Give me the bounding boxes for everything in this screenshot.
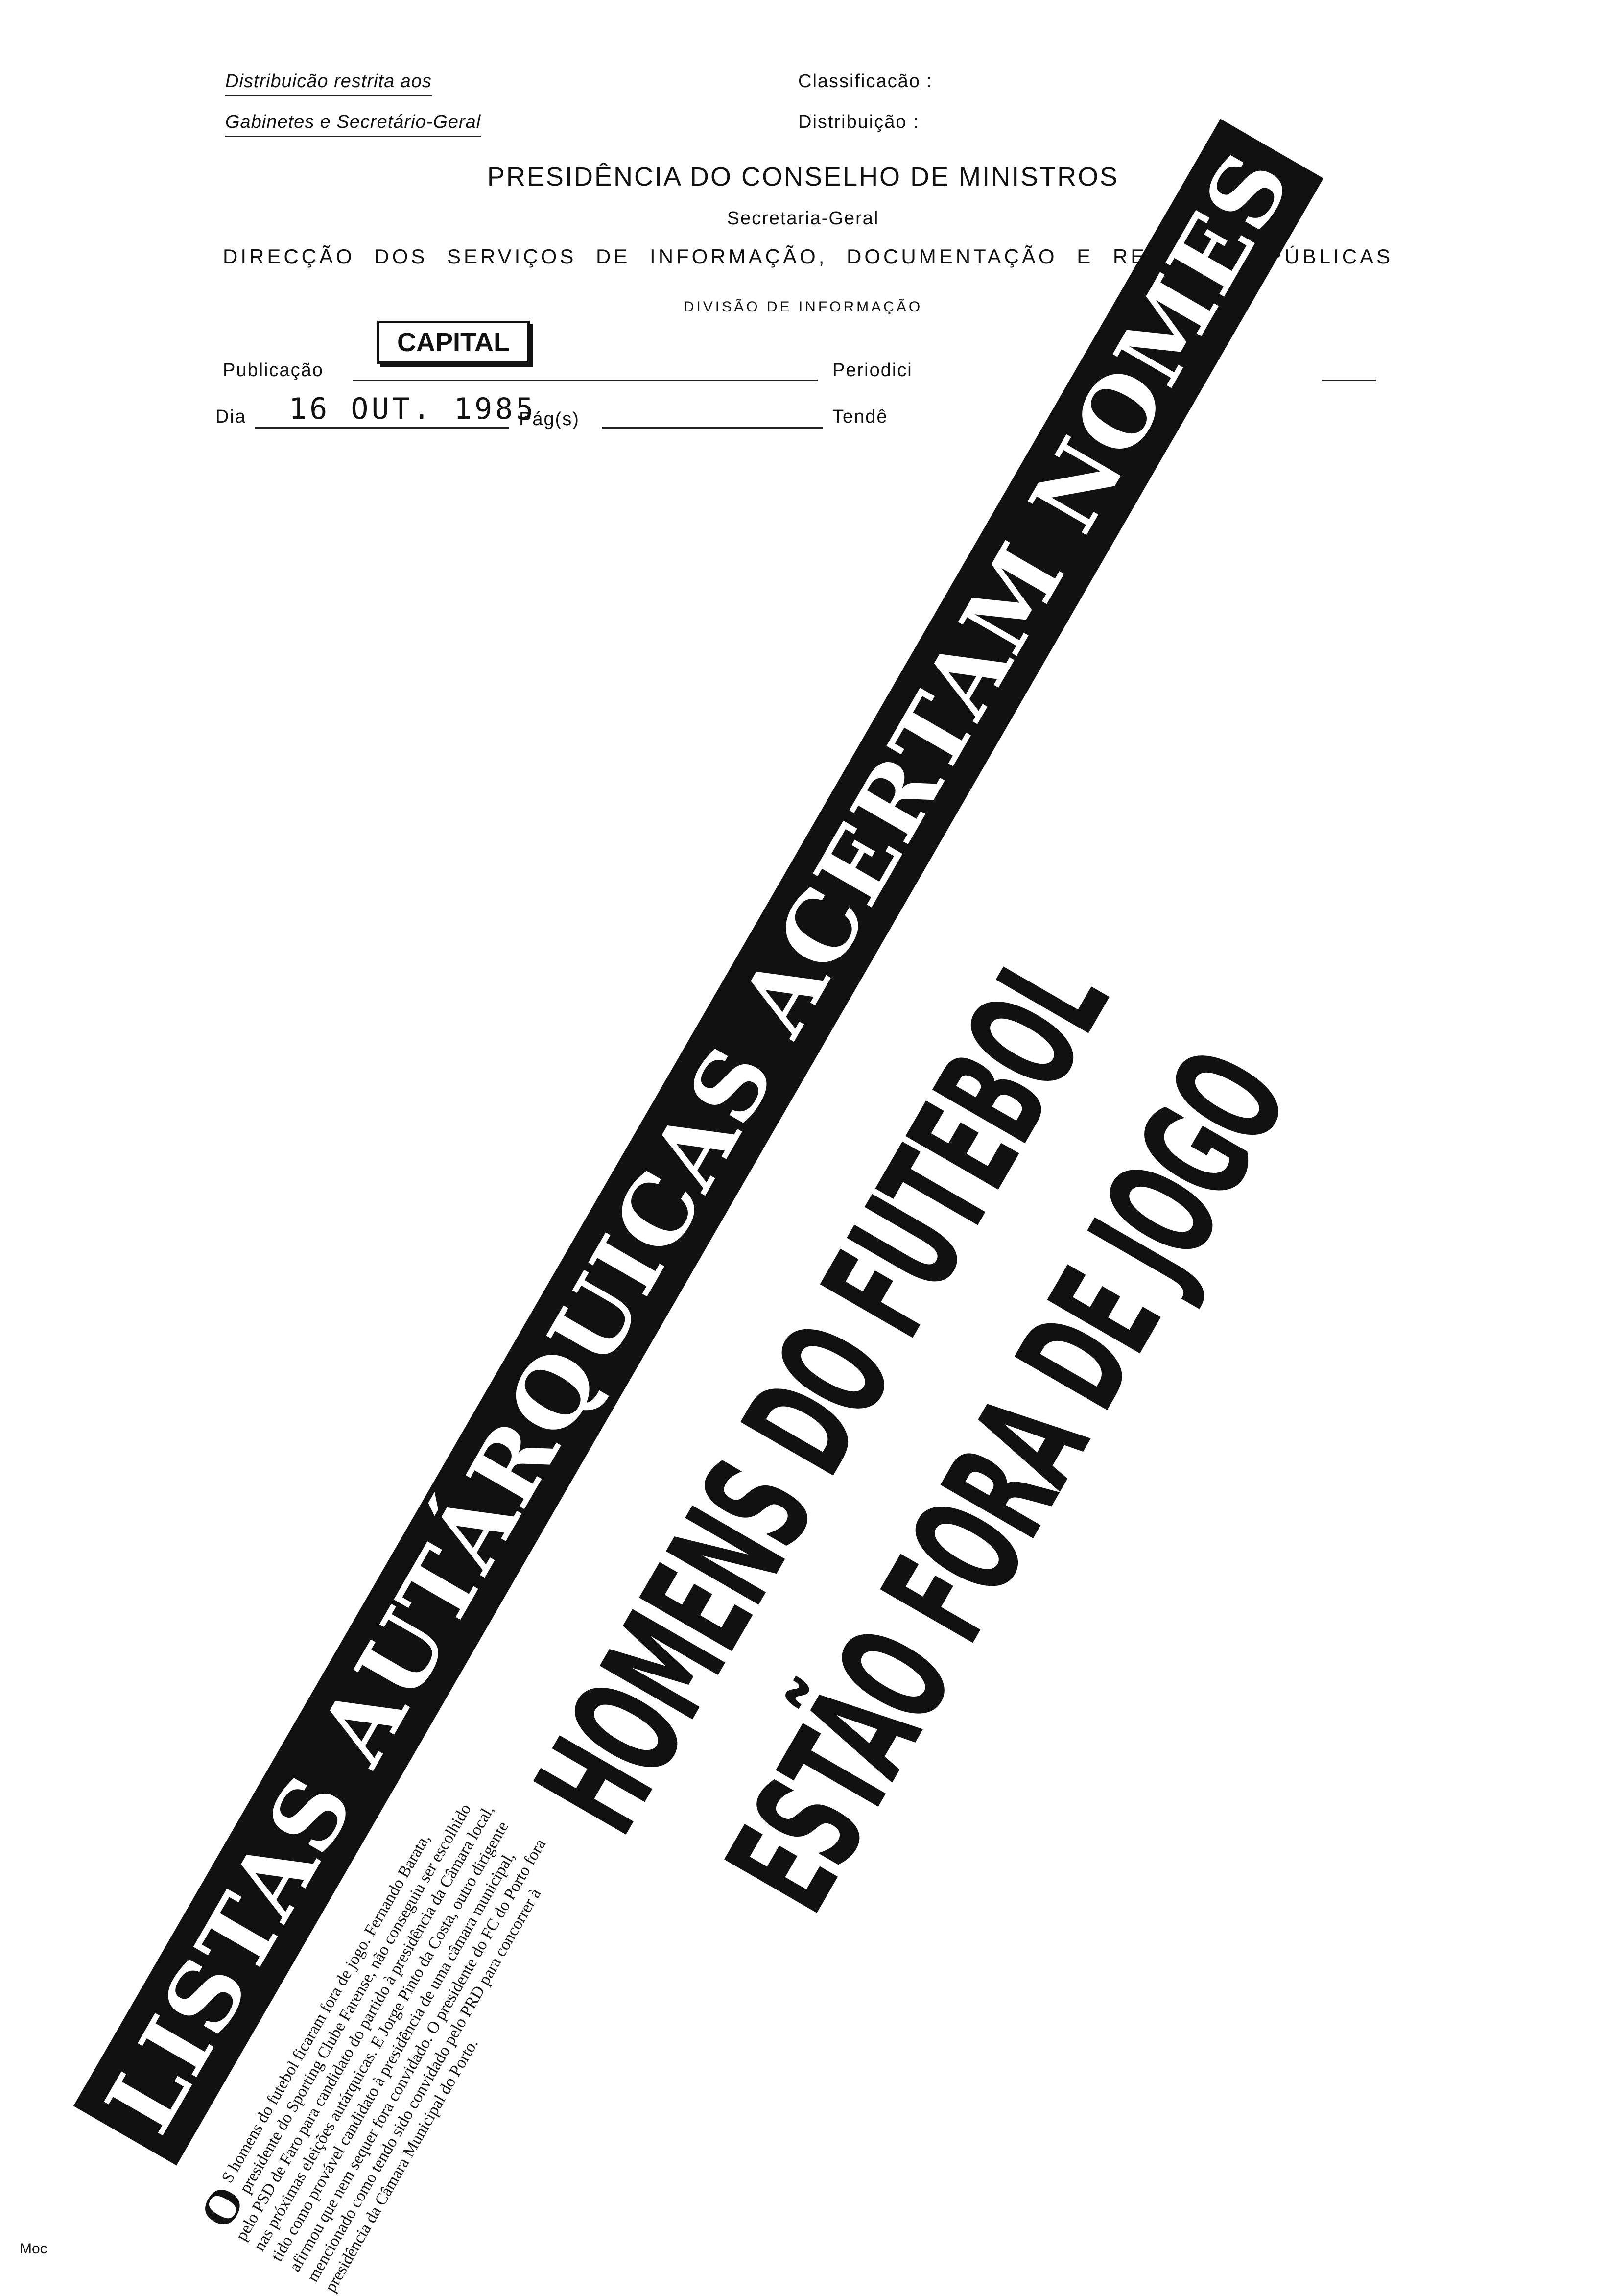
publicacao-stamp: CAPITAL <box>377 321 530 364</box>
date-stamp: 16 OUT. 1985 <box>289 392 537 426</box>
periodicidade-underline <box>1322 380 1376 381</box>
restricted-distribution-line1: Distribuicão restrita aos <box>225 71 432 96</box>
dia-label: Dia <box>215 407 247 427</box>
classificacao-label: Classificacão : <box>798 71 933 92</box>
headline-line2: ESTÃO FORA DE JOGO <box>695 350 1606 1937</box>
org-title: PRESIDÊNCIA DO CONSELHO DE MINISTROS <box>487 162 1119 191</box>
dia-underline <box>255 427 509 429</box>
pag-underline <box>602 427 823 429</box>
divisao-line: DIVISÃO DE INFORMAÇÃO <box>683 299 923 315</box>
restricted-distribution-line2: Gabinetes e Secretário-Geral <box>225 112 481 137</box>
periodicidade-label: Periodici <box>832 360 913 381</box>
pag-label: Pág(s) <box>519 409 580 430</box>
secretaria-geral: Secretaria-Geral <box>727 208 879 229</box>
tendencia-label: Tendê <box>832 407 888 427</box>
publicacao-label: Publicação <box>223 360 324 381</box>
publicacao-underline <box>353 380 818 381</box>
footer-mod: Moc <box>20 2241 47 2257</box>
distribuicao-label: Distribuição : <box>798 112 920 132</box>
